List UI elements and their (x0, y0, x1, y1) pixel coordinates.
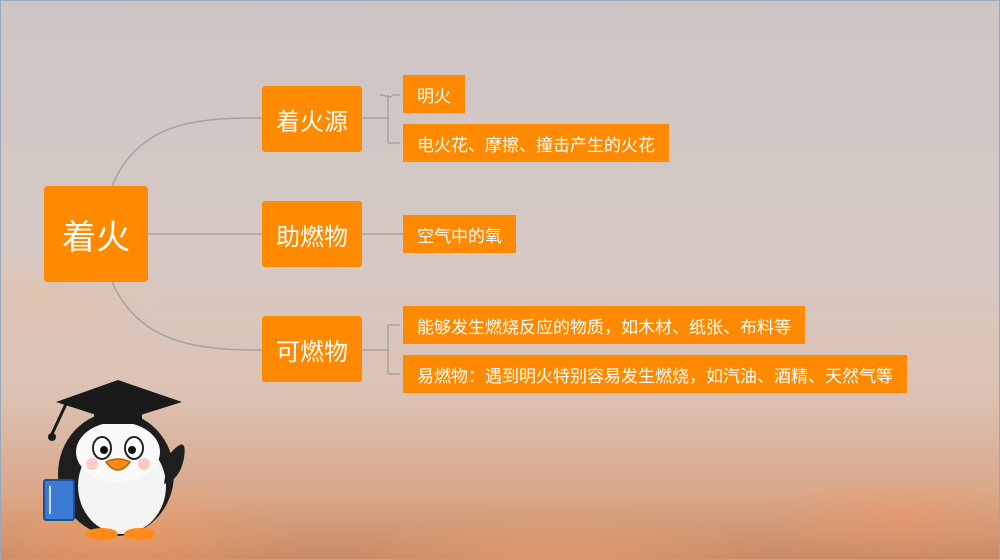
branch-ignition-source: 着火源 (262, 86, 362, 152)
leaf-combustible-materials: 能够发生燃烧反应的物质，如木材、纸张、布料等 (403, 306, 805, 344)
penguin-graduate-icon (43, 380, 185, 540)
leaf-sparks: 电火花、摩擦、撞击产生的火花 (403, 124, 669, 162)
connector-branch1-bracket (362, 94, 400, 144)
connector-root-branch3 (111, 281, 263, 351)
connector-root-branch1 (111, 117, 263, 187)
connector-branch3-bracket (362, 324, 400, 375)
branch-oxidizer: 助燃物 (262, 201, 362, 267)
leaf-open-flame: 明火 (403, 75, 465, 113)
root-node: 着火 (44, 186, 148, 282)
branch-combustible: 可燃物 (262, 316, 362, 382)
leaf-flammable-materials: 易燃物：遇到明火特别容易发生燃烧，如汽油、酒精、天然气等 (403, 355, 907, 393)
leaf-oxygen: 空气中的氧 (403, 215, 516, 253)
